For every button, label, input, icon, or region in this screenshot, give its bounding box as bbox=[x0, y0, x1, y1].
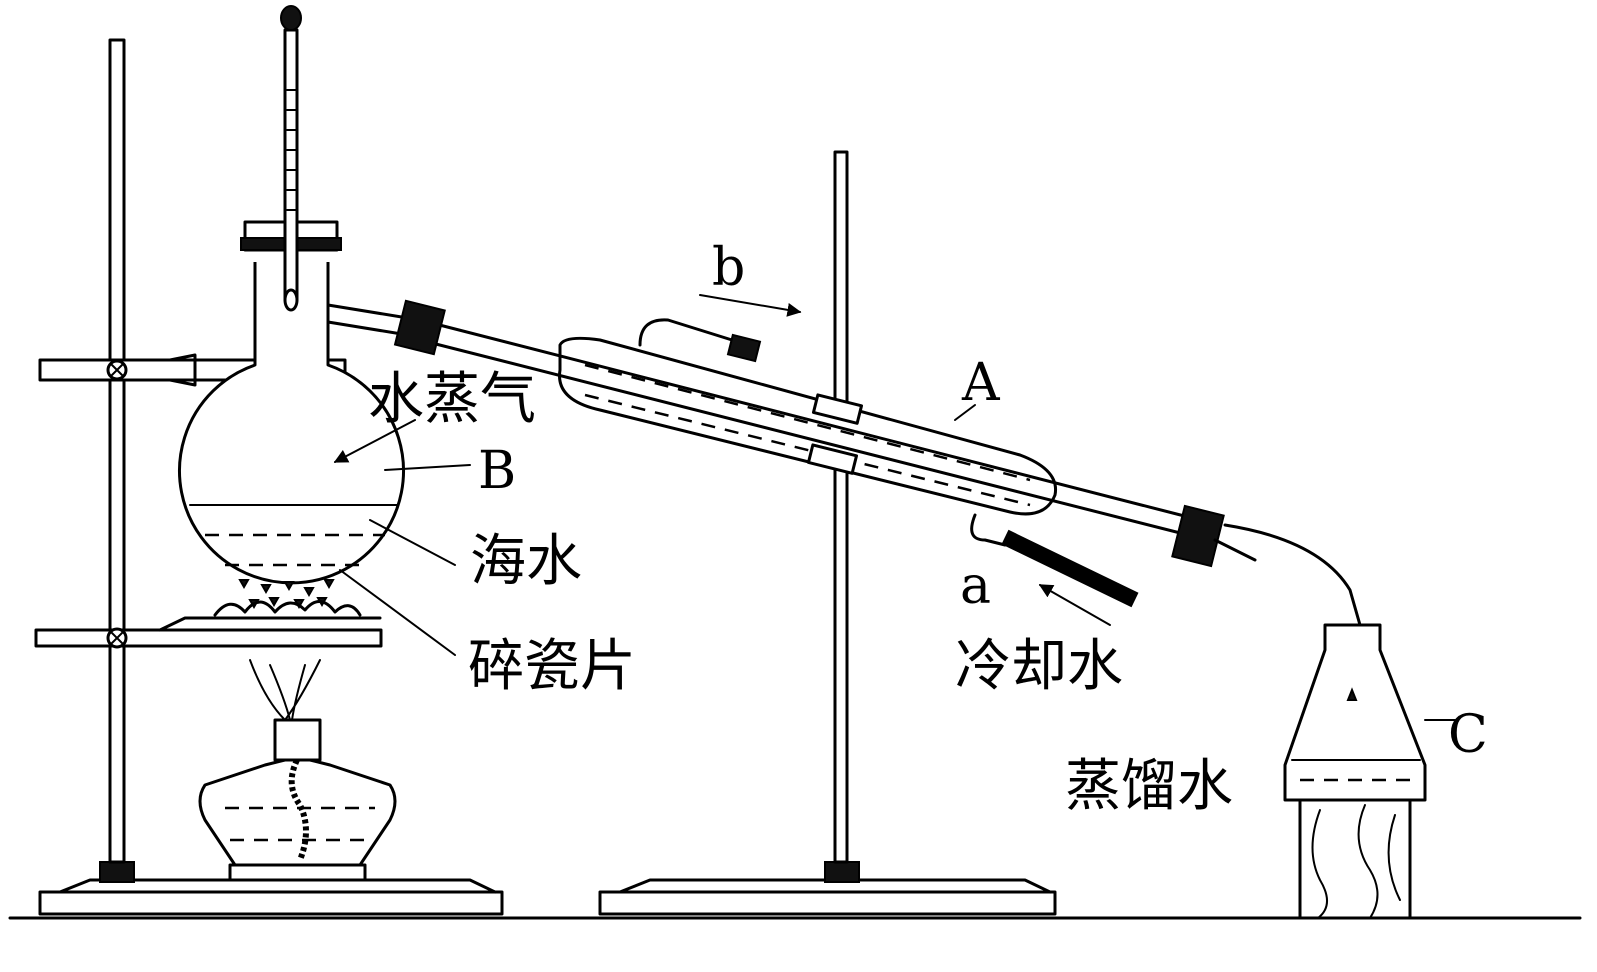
inflow-arrow bbox=[1038, 584, 1111, 626]
label-seawater: 海水 bbox=[470, 529, 582, 594]
label-steam: 水蒸气 bbox=[368, 367, 536, 432]
adapter-tube bbox=[1223, 523, 1362, 627]
outflow-arrow bbox=[699, 294, 802, 317]
condenser bbox=[393, 299, 1225, 608]
wooden-block bbox=[1298, 798, 1412, 920]
label-broken-porcelain: 碎瓷片 bbox=[468, 634, 636, 699]
receiving-flask bbox=[1283, 623, 1427, 920]
label-cooling-water: 冷却水 bbox=[955, 634, 1123, 699]
thermometer bbox=[280, 5, 302, 312]
middle-iron-stand bbox=[598, 150, 1057, 916]
label-b: b bbox=[712, 238, 745, 298]
inlet-a-hose bbox=[1001, 529, 1139, 608]
alcohol-lamp bbox=[198, 718, 397, 882]
steam-arrow bbox=[333, 419, 416, 463]
outlet-b-hose bbox=[726, 333, 762, 363]
label-distilled-water: 蒸馏水 bbox=[1065, 754, 1233, 819]
label-C: C bbox=[1448, 705, 1488, 765]
label-A: A bbox=[961, 353, 1001, 413]
label-a: a bbox=[960, 556, 991, 616]
label-B: B bbox=[478, 441, 516, 501]
